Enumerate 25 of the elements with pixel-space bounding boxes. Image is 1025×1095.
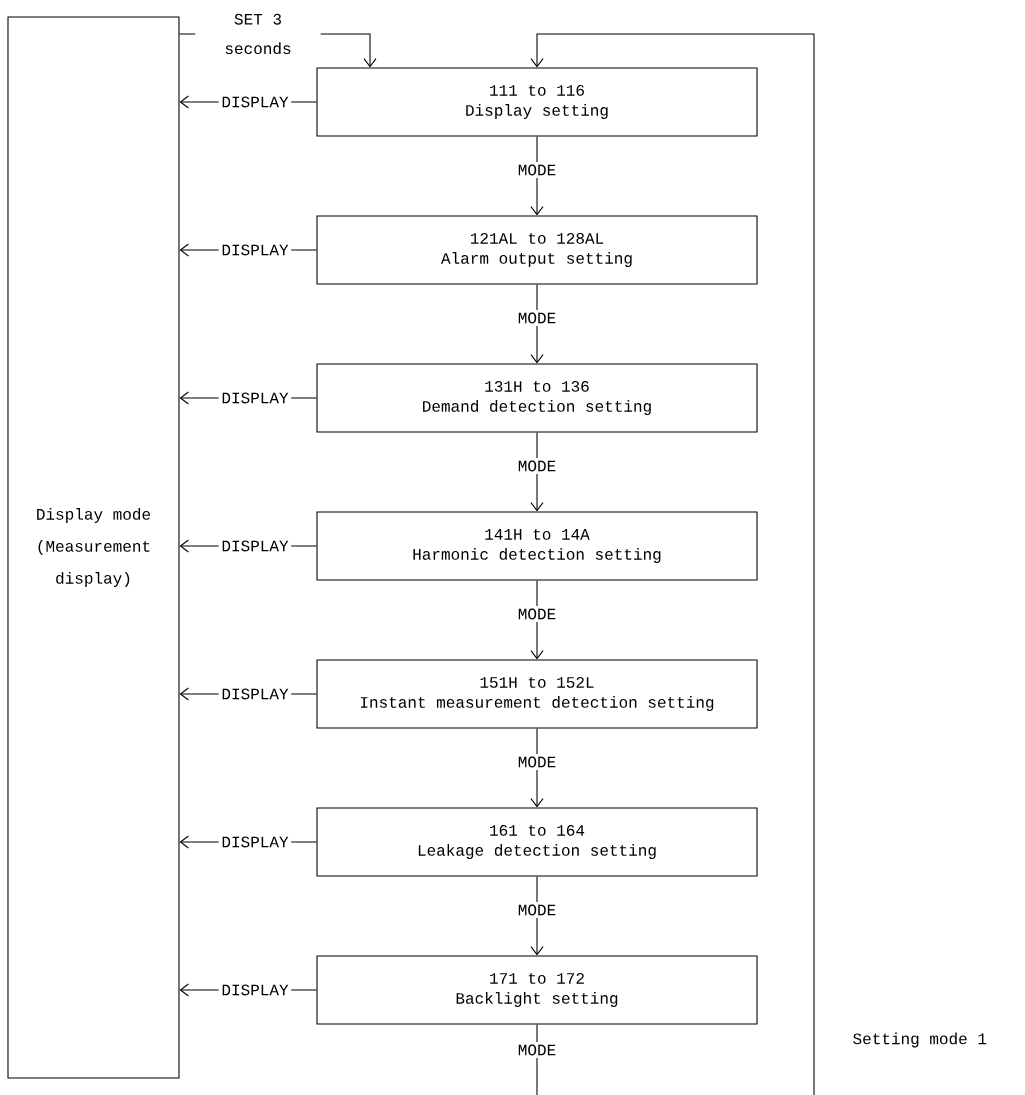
edge-label: DISPLAY xyxy=(218,833,292,851)
edge-label: MODE xyxy=(515,309,559,327)
edge-label: DISPLAY xyxy=(218,685,292,703)
edge-label: DISPLAY xyxy=(218,241,292,259)
setting-box: 171 to 172 Backlight setting xyxy=(316,955,758,1025)
edge-label: SET 3 seconds xyxy=(195,11,321,57)
setting-box: 121AL to 128AL Alarm output setting xyxy=(316,215,758,285)
edge-label: MODE xyxy=(515,161,559,179)
return-arrow xyxy=(530,33,815,1095)
setting-box: 151H to 152L Instant measurement detection setting xyxy=(316,659,758,729)
edge-label: DISPLAY xyxy=(218,537,292,555)
edge-label: MODE xyxy=(515,901,559,919)
setting-box: 161 to 164 Leakage detection setting xyxy=(316,807,758,877)
mode-box: Display mode (Measurement display) xyxy=(7,16,180,1079)
mode-label: Setting mode 1 xyxy=(853,1032,987,1048)
edge-label: DISPLAY xyxy=(218,981,292,999)
setting-box: 111 to 116 Display setting xyxy=(316,67,758,137)
edge-label: MODE xyxy=(515,1041,559,1059)
setting-box: 131H to 136 Demand detection setting xyxy=(316,363,758,433)
edge-label: MODE xyxy=(515,753,559,771)
setting-box: 141H to 14A Harmonic detection setting xyxy=(316,511,758,581)
edge-label: MODE xyxy=(515,457,559,475)
edge-label: DISPLAY xyxy=(218,93,292,111)
edge-label: MODE xyxy=(515,605,559,623)
edge-label: DISPLAY xyxy=(218,389,292,407)
